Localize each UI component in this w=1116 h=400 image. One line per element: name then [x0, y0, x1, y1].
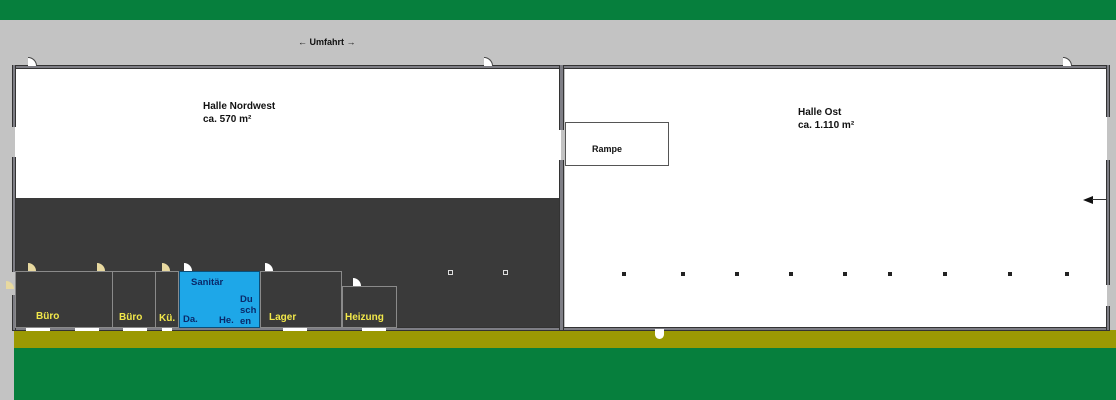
- door-icon: [484, 57, 493, 66]
- label-lager: Lager: [269, 312, 297, 323]
- column-marker: [735, 272, 739, 276]
- ramp: [565, 122, 669, 166]
- road-label: ← Umfahrt →: [298, 37, 356, 47]
- arrow-line: [1092, 199, 1106, 200]
- window: [162, 328, 172, 331]
- column-marker: [888, 272, 892, 276]
- room-sanitaer: [179, 271, 260, 328]
- label-duschen: Du sch en: [240, 294, 257, 327]
- column-marker: [622, 272, 626, 276]
- column-marker: [843, 272, 847, 276]
- room-kueche: [155, 271, 179, 328]
- light-icon: [28, 263, 36, 271]
- window: [75, 328, 99, 331]
- room-buero-1: [15, 271, 113, 328]
- column-marker: [1008, 272, 1012, 276]
- halle-ost-name: Halle Ost: [798, 107, 842, 118]
- east-wall-lower: [1106, 306, 1110, 330]
- label-kueche: Kü.: [159, 313, 176, 324]
- column-marker: [943, 272, 947, 276]
- halle-nordwest-name: Halle Nordwest: [203, 101, 276, 112]
- window: [283, 328, 307, 331]
- door-icon: [655, 329, 664, 339]
- bottom-green-area: [14, 348, 1116, 400]
- room-heizung: [342, 286, 397, 328]
- column-marker: [1065, 272, 1069, 276]
- east-wall-upper: [1106, 65, 1110, 117]
- halle-nordwest-floor: [15, 68, 561, 198]
- divider-wall-lower: [559, 160, 564, 330]
- label-sanitaer: Sanitär: [191, 277, 224, 288]
- dark-floor-area: [15, 198, 561, 328]
- halle-ost-floor: [565, 68, 1107, 328]
- label-heizung: Heizung: [345, 312, 384, 323]
- arrow-left-icon: [1083, 196, 1093, 204]
- label-buero-2: Büro: [119, 312, 143, 323]
- column-marker: [681, 272, 685, 276]
- door-icon: [28, 57, 37, 66]
- halle-ost-area: ca. 1.110 m²: [798, 120, 855, 131]
- window: [26, 328, 50, 331]
- label-damen: Da.: [183, 314, 198, 325]
- east-wall-middle: [1106, 160, 1110, 285]
- window: [362, 328, 386, 331]
- column-marker: [789, 272, 793, 276]
- west-wall-lower: [12, 157, 16, 272]
- light-icon: [6, 281, 14, 289]
- light-icon: [353, 278, 361, 286]
- halle-nordwest-area: ca. 570 m²: [203, 114, 252, 125]
- label-buero-1: Büro: [36, 311, 60, 322]
- ramp-label: Rampe: [592, 144, 623, 154]
- room-lager: [260, 271, 342, 328]
- label-herren: He.: [219, 315, 234, 326]
- marker-icon: [503, 270, 508, 275]
- marker-icon: [448, 270, 453, 275]
- bottom-olive-strip: [14, 330, 1116, 348]
- top-green-area: [0, 0, 1116, 20]
- light-icon: [97, 263, 105, 271]
- window: [123, 328, 147, 331]
- light-icon: [265, 263, 273, 271]
- light-icon: [162, 263, 170, 271]
- door-icon: [1063, 57, 1072, 66]
- light-icon: [184, 263, 192, 271]
- west-wall-upper: [12, 65, 16, 127]
- divider-wall-upper: [559, 65, 564, 130]
